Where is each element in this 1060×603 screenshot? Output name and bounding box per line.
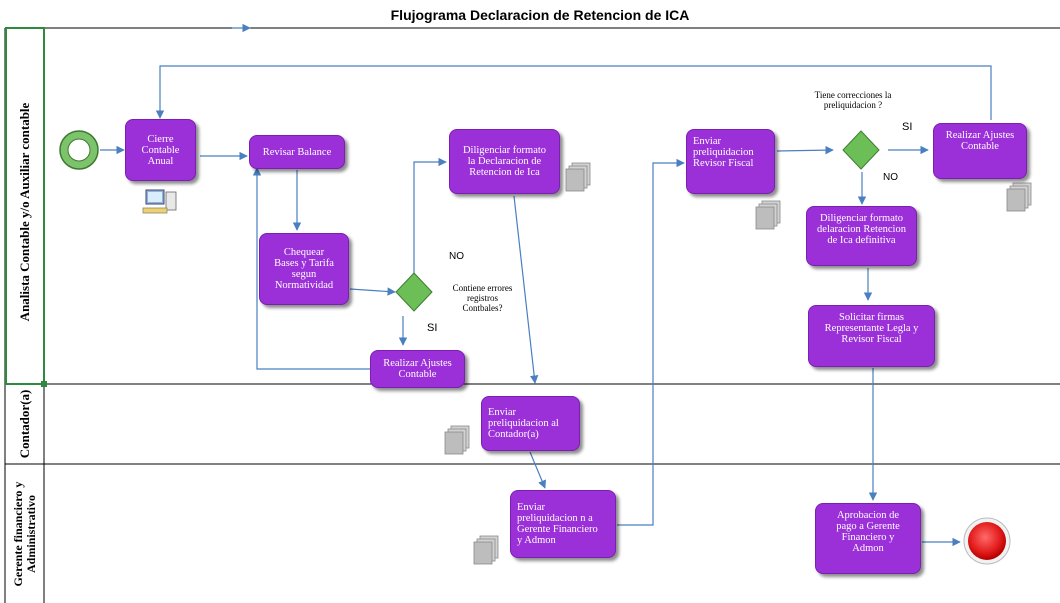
document-stack-icon <box>565 162 591 192</box>
decision-label-correcciones: Tiene correcciones la preliquidacion ? <box>814 90 892 110</box>
branch-no-2: NO <box>883 172 898 183</box>
task-enviar-contador: Enviar preliquidacion al Contador(a) <box>481 396 580 451</box>
lane-label-contador: Contador(a) <box>17 389 32 459</box>
task-solicitar-firmas: Solicitar firmas Representante Legla y R… <box>808 305 935 367</box>
arrow-loop-cierre <box>155 65 992 120</box>
task-diligenciar-formato: Diligenciar formato la Declaracion de Re… <box>449 129 560 194</box>
lane-label-analista: Analista Contable y/o Auxiliar contable <box>17 102 32 322</box>
arrow-ajustes-revisar <box>252 167 370 370</box>
task-enviar-gerente: Enviar preliquidacion n a Gerente Financ… <box>510 490 616 558</box>
branch-si-1: SI <box>427 322 438 334</box>
task-diligenciar-definitiva: Diligenciar formato delaracion Retencion… <box>806 206 917 266</box>
computer-icon <box>142 189 177 214</box>
decision-errores <box>395 272 433 312</box>
start-event-icon <box>59 130 99 170</box>
branch-si-2: SI <box>902 121 913 133</box>
arrow-chequear-decision <box>349 287 396 296</box>
diagram-title: Flujograma Declaracion de Retencion de I… <box>390 7 690 23</box>
task-revisar-balance: Revisar Balance <box>249 135 345 169</box>
task-realizar-ajustes-1: Realizar Ajustes Contable <box>370 350 465 388</box>
task-cierre-contable: Cierre Contable Anual <box>125 119 196 181</box>
document-stack-icon <box>444 425 470 455</box>
task-enviar-revisor: Enviar preliquidacion Revisor Fiscal <box>686 129 775 194</box>
decision-label-errores: Contiene errores registros Contbales? <box>452 283 513 313</box>
arrow-no-diligenciar <box>413 157 447 273</box>
arrow-contador-gerente <box>529 451 546 489</box>
decision-correcciones <box>842 130 880 170</box>
arrow-diligenciar-contador <box>513 195 539 384</box>
lane-label-gerente: Gerente financiero y Administrativo <box>11 481 38 587</box>
branch-no-1: NO <box>449 251 464 262</box>
end-event-icon <box>963 517 1011 565</box>
arrow-revisor-decision <box>776 145 834 155</box>
task-chequear-bases: Chequear Bases y Tarifa segun Normativid… <box>259 233 349 305</box>
connectors <box>100 65 992 547</box>
task-aprobacion-pago: Aprobacion de pago a Gerente Financiero … <box>815 503 921 574</box>
document-stack-icon <box>1006 182 1032 212</box>
document-stack-icon <box>473 535 499 565</box>
document-stack-icon <box>755 200 781 230</box>
lane-corner-handle <box>41 381 47 387</box>
lane-highlight <box>5 27 45 385</box>
arrow-gerente-revisor <box>617 158 685 526</box>
task-realizar-ajustes-2: Realizar Ajustes Contable <box>933 123 1027 179</box>
